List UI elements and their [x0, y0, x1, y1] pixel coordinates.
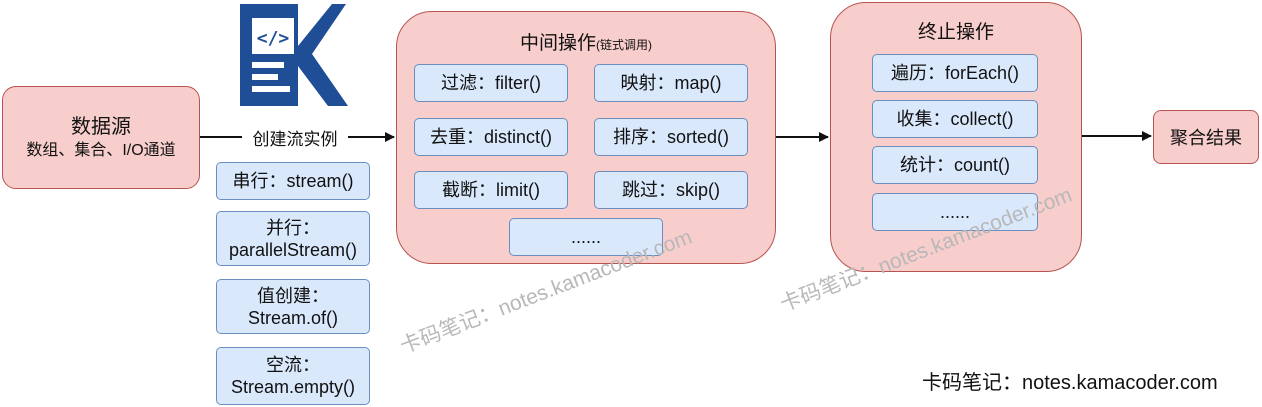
intermediate-title: 中间操作(链式调用) — [397, 28, 775, 55]
create-method-of: 值创建： Stream.of() — [216, 279, 370, 334]
data-source-title: 数据源 — [71, 115, 131, 138]
op-more: ...... — [509, 218, 663, 256]
create-method-line: 并行： — [266, 217, 320, 238]
data-source-subtitle: 数组、集合、I/O通道 — [26, 141, 176, 159]
op-collect: 收集：collect() — [872, 100, 1038, 138]
create-method-line: Stream.empty() — [230, 377, 356, 397]
create-method-line: 值创建： — [257, 285, 329, 306]
svg-text:</>: </> — [257, 28, 290, 49]
create-method-line: Stream.of() — [247, 307, 339, 328]
intermediate-title-text: 中间操作 — [519, 33, 596, 54]
create-method-line: 串行：stream() — [232, 171, 354, 191]
code-document-icon: </> — [240, 4, 348, 106]
op-limit: 截断：limit() — [414, 171, 568, 209]
op-skip: 跳过：skip() — [594, 171, 748, 209]
aggregate-result-box: 聚合结果 — [1153, 110, 1259, 164]
create-stream-label: 创建流实例 — [242, 125, 348, 150]
create-method-line: parallelStream() — [228, 239, 358, 260]
op-map: 映射：map() — [594, 64, 748, 102]
footer-credit: 卡码笔记：notes.kamacoder.com — [922, 372, 1218, 394]
create-method-line: 空流： — [266, 355, 320, 375]
op-filter: 过滤：filter() — [414, 64, 568, 102]
op-more-terminal: ...... — [872, 193, 1038, 231]
intermediate-subtitle: (链式调用) — [596, 38, 652, 52]
op-count: 统计：count() — [872, 146, 1038, 184]
data-source-box: 数据源 数组、集合、I/O通道 — [2, 86, 200, 189]
terminal-title: 终止操作 — [917, 22, 994, 43]
create-method-empty: 空流： Stream.empty() — [216, 347, 370, 405]
op-distinct: 去重：distinct() — [414, 118, 568, 156]
create-method-stream: 串行：stream() — [216, 162, 370, 200]
op-foreach: 遍历：forEach() — [872, 54, 1038, 92]
create-method-parallel: 并行： parallelStream() — [216, 211, 370, 266]
op-sorted: 排序：sorted() — [594, 118, 748, 156]
